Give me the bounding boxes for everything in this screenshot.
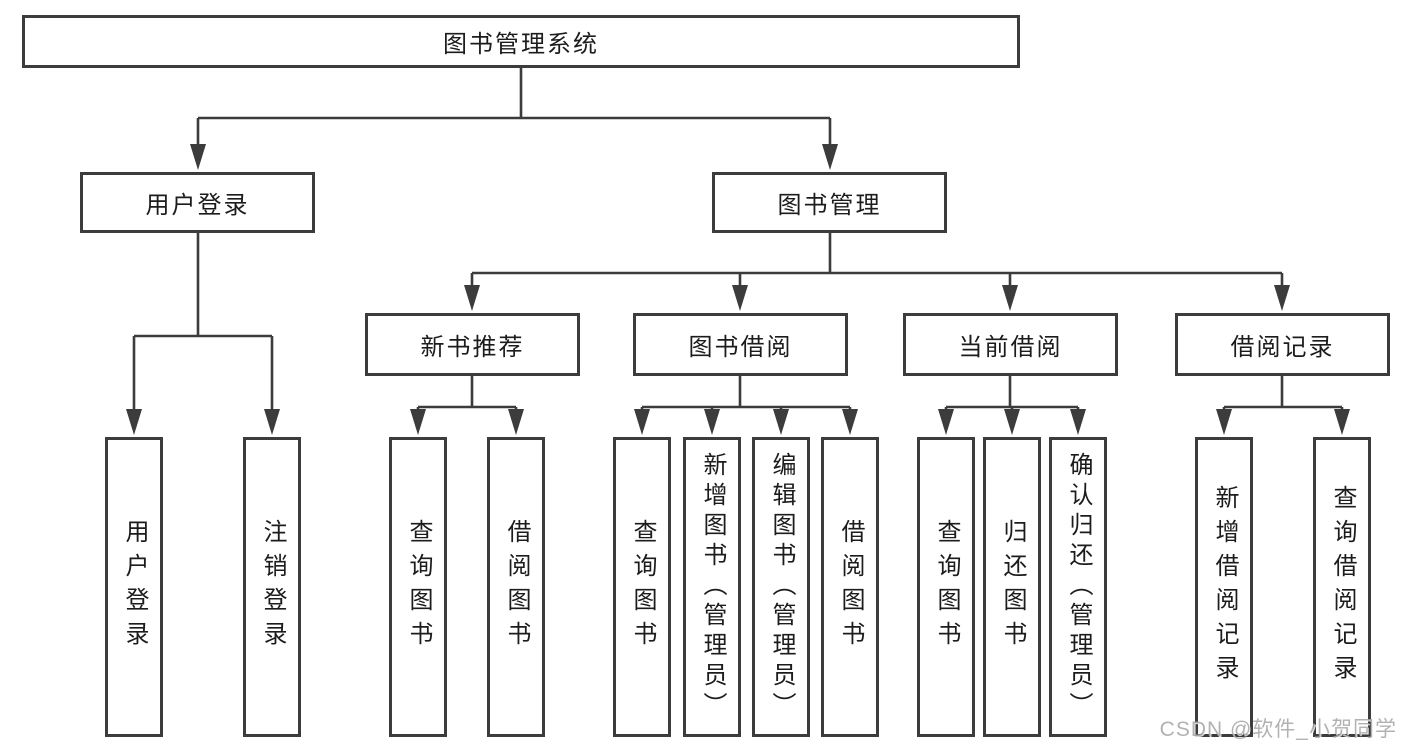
arrowhead: [1274, 285, 1290, 311]
node-user-login: 用户登录: [80, 172, 315, 233]
leaf-search-borrow-record-label: 查询借阅记录: [1329, 485, 1356, 689]
node-current-borrow: 当前借阅: [903, 313, 1118, 376]
arrowhead: [634, 409, 650, 435]
arrowhead: [264, 409, 280, 435]
leaf-search-borrow-record: 查询借阅记录: [1313, 437, 1371, 737]
node-new-book-recommend: 新书推荐: [365, 313, 580, 376]
leaf-logout: 注销登录: [243, 437, 301, 737]
arrowhead: [410, 409, 426, 435]
leaf-logout-label: 注销登录: [259, 519, 286, 655]
arrowhead: [938, 409, 954, 435]
leaf-borrow-book-label: 借阅图书: [837, 519, 864, 655]
leaf-borrow-book-recommend-label: 借阅图书: [503, 519, 530, 655]
leaf-add-book-admin: 新增图书（管理员）: [683, 437, 741, 737]
leaf-return-book-label: 归还图书: [999, 519, 1026, 655]
leaf-borrow-book: 借阅图书: [821, 437, 879, 737]
leaf-borrow-book-recommend: 借阅图书: [487, 437, 545, 737]
node-borrow-record-label: 借阅记录: [1230, 334, 1335, 361]
arrowhead: [1004, 409, 1020, 435]
arrowhead: [126, 409, 142, 435]
arrowhead: [732, 285, 748, 311]
arrowhead: [773, 409, 789, 435]
leaf-user-login: 用户登录: [105, 437, 163, 737]
arrowhead: [1002, 285, 1018, 311]
leaf-search-book-borrow: 查询图书: [613, 437, 671, 737]
leaf-search-book-current: 查询图书: [917, 437, 975, 737]
arrowhead: [704, 409, 720, 435]
watermark: CSDN @软件_小贺同学: [1159, 718, 1397, 741]
leaf-search-book-recommend-label: 查询图书: [405, 519, 432, 655]
arrowhead: [1334, 409, 1350, 435]
leaf-edit-book-admin: 编辑图书（管理员）: [752, 437, 810, 737]
arrowhead: [842, 409, 858, 435]
leaf-confirm-return-admin-label: 确认归还（管理员）: [1065, 452, 1092, 722]
node-current-borrow-label: 当前借阅: [958, 334, 1063, 361]
arrowhead: [464, 285, 480, 311]
node-user-login-label: 用户登录: [145, 192, 250, 219]
arrowhead: [822, 144, 838, 170]
leaf-search-book-recommend: 查询图书: [389, 437, 447, 737]
arrowheads: [126, 144, 1350, 435]
leaf-search-book-borrow-label: 查询图书: [629, 519, 656, 655]
node-book-borrow-label: 图书借阅: [688, 334, 793, 361]
node-book-management-label: 图书管理: [777, 192, 882, 219]
node-root-label: 图书管理系统: [443, 31, 599, 58]
node-new-book-recommend-label: 新书推荐: [420, 334, 525, 361]
arrowhead: [1070, 409, 1086, 435]
leaf-add-borrow-record-label: 新增借阅记录: [1211, 485, 1238, 689]
node-book-borrow: 图书借阅: [633, 313, 848, 376]
node-root: 图书管理系统: [22, 15, 1020, 68]
arrowhead: [1216, 409, 1232, 435]
node-borrow-record: 借阅记录: [1175, 313, 1390, 376]
node-book-management: 图书管理: [712, 172, 947, 233]
arrowhead: [190, 144, 206, 170]
leaf-confirm-return-admin: 确认归还（管理员）: [1049, 437, 1107, 737]
leaf-user-login-label: 用户登录: [121, 519, 148, 655]
leaf-edit-book-admin-label: 编辑图书（管理员）: [768, 452, 795, 722]
arrowhead: [508, 409, 524, 435]
leaf-add-book-admin-label: 新增图书（管理员）: [699, 452, 726, 722]
leaf-search-book-current-label: 查询图书: [933, 519, 960, 655]
leaf-add-borrow-record: 新增借阅记录: [1195, 437, 1253, 737]
leaf-return-book: 归还图书: [983, 437, 1041, 737]
